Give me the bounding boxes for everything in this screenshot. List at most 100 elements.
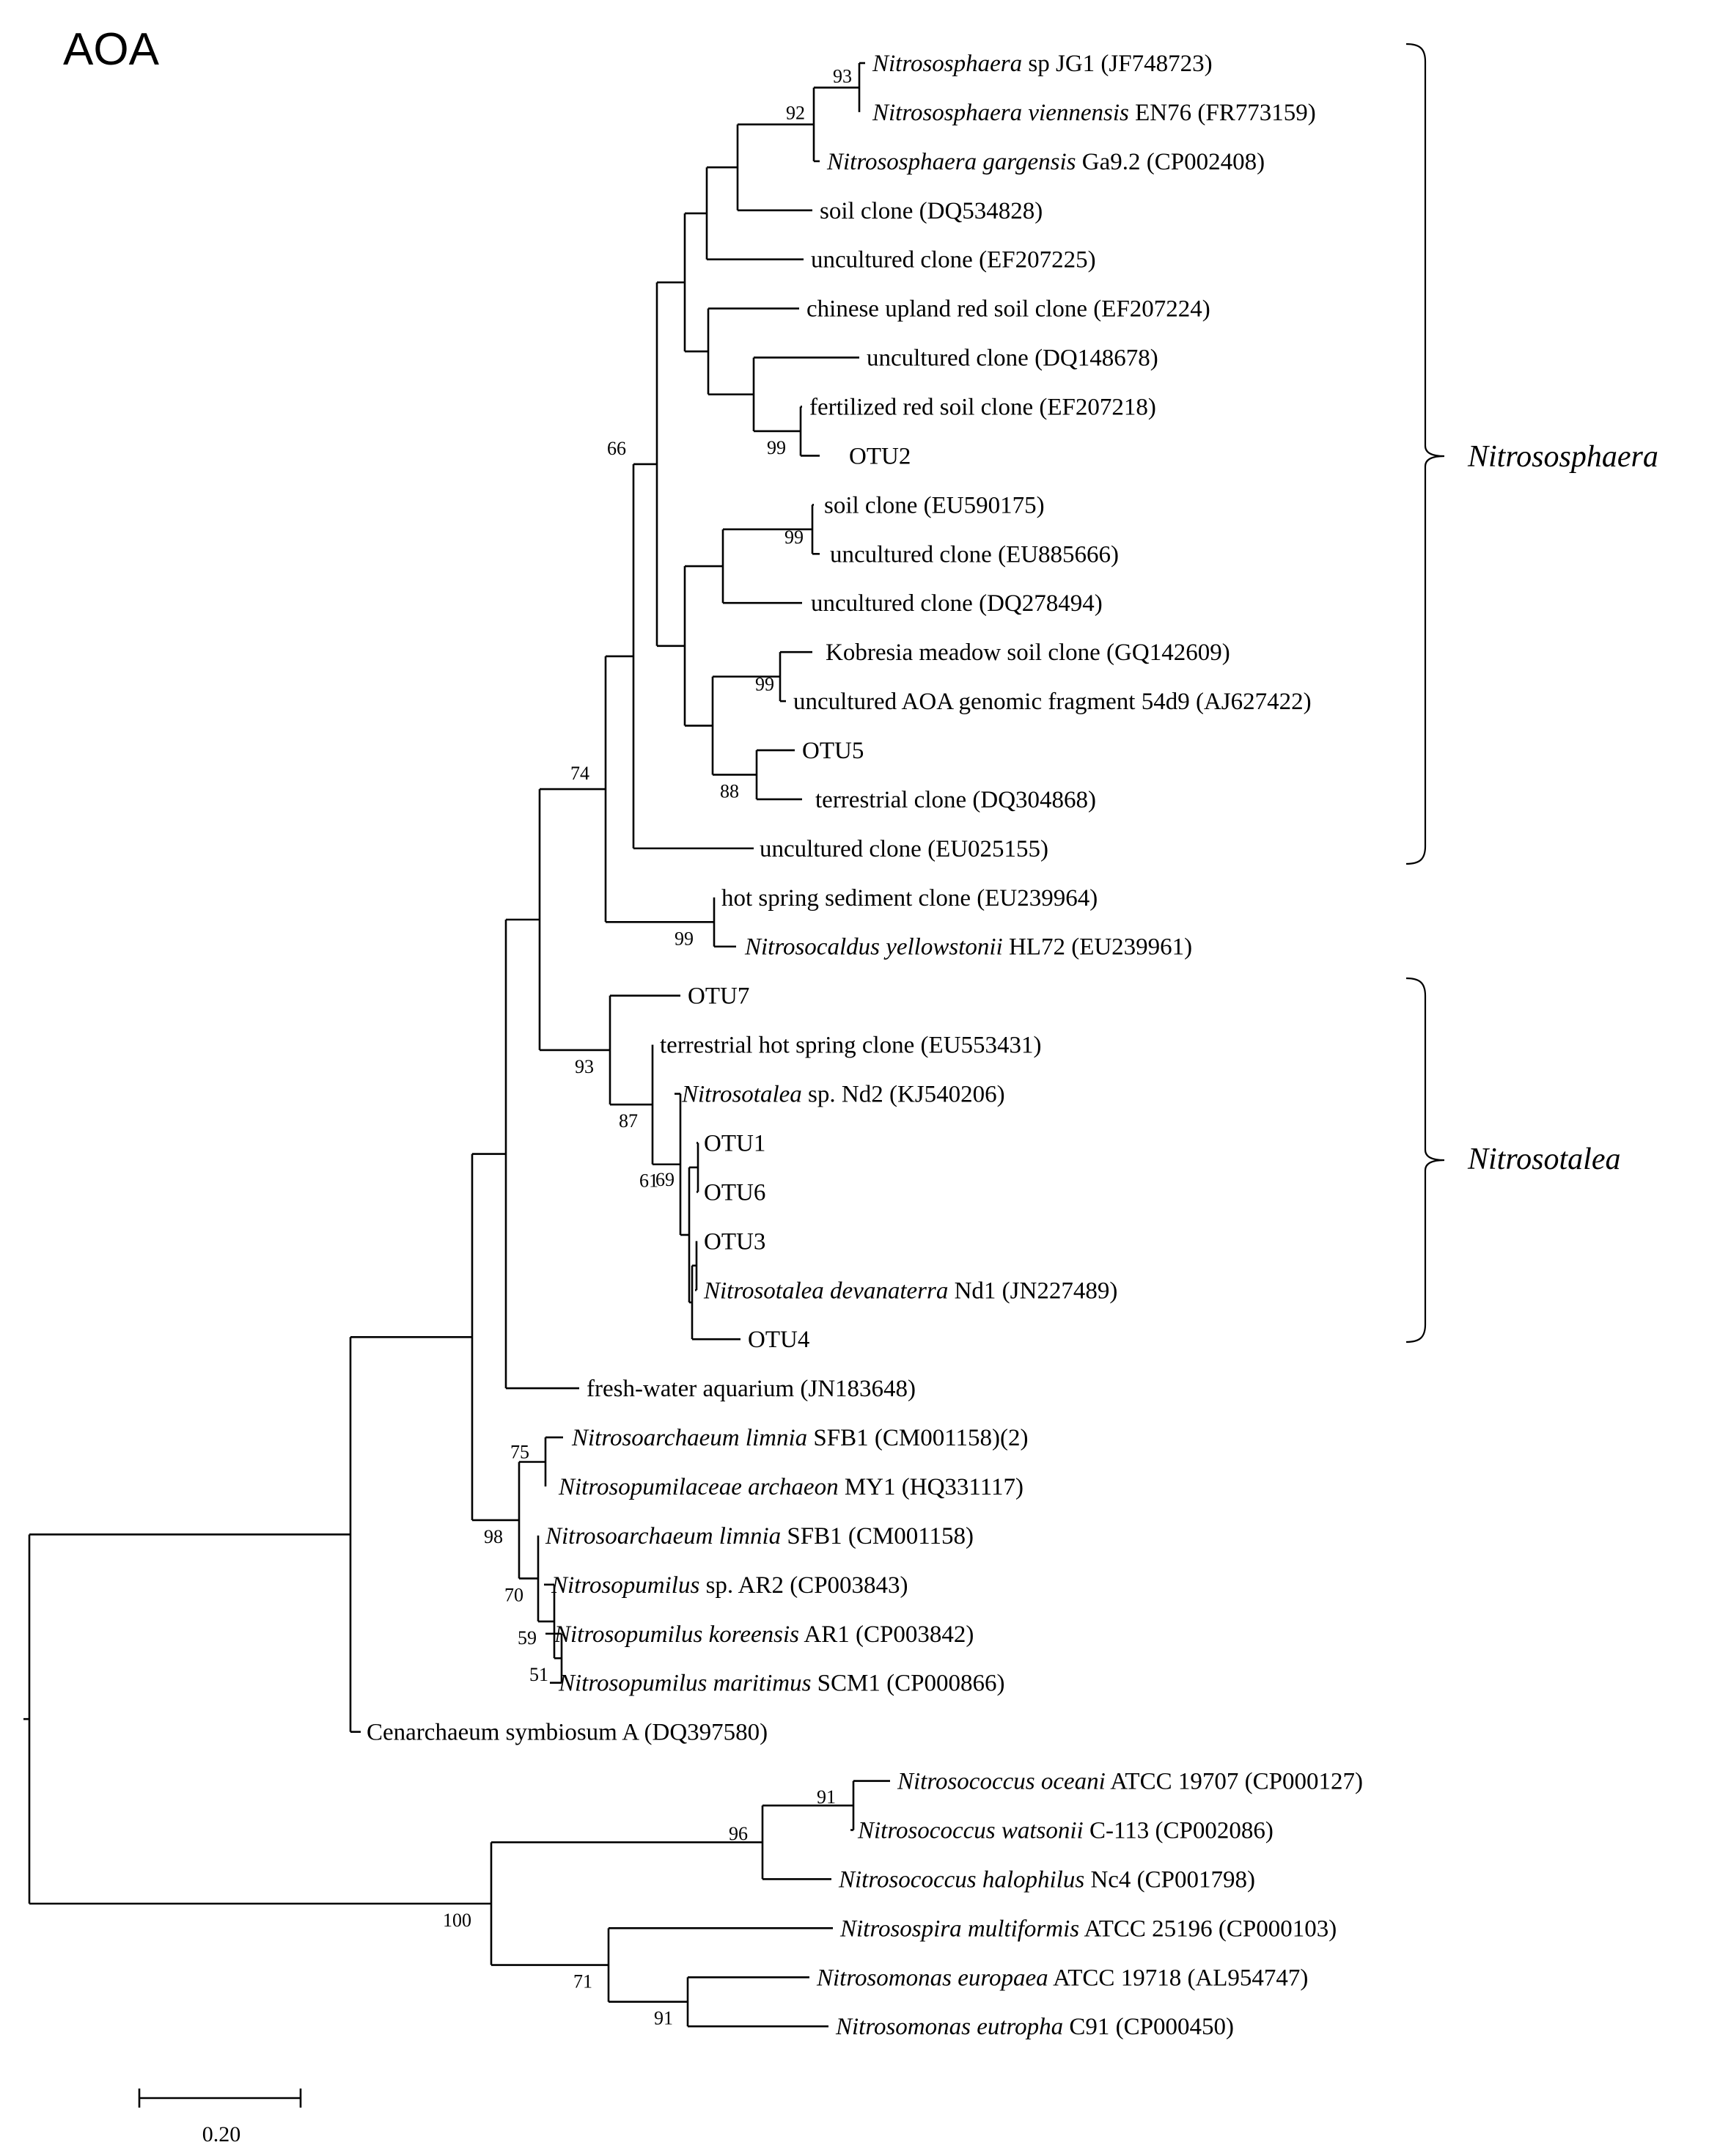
leaf-label-part: SFB1 (CM001158)(2) <box>807 1425 1028 1451</box>
leaf-label-hl72: Nitrosocaldus yellowstonii HL72 (EU23996… <box>744 934 1192 961</box>
bootstrap-n_coccus: 96 <box>729 1823 748 1844</box>
bootstrap-n_beta: 71 <box>573 1971 592 1992</box>
clade-label-nitrosotalea: Nitrosotalea <box>1467 1143 1620 1176</box>
leaf-label-part: Nitrosopumilus maritimus <box>558 1671 811 1697</box>
leaf-label-part: Nitrosotalea <box>681 1082 802 1108</box>
bootstrap-n_core: 66 <box>607 438 626 459</box>
leaf-label-part: OTU2 <box>849 443 911 469</box>
leaf-label-part: uncultured AOA genomic fragment 54d9 (AJ… <box>793 689 1312 715</box>
bootstrap-n_hotspring: 99 <box>675 928 694 949</box>
bracket-nitrososphaera <box>1405 43 1445 865</box>
leaf-label-part: soil clone (DQ534828) <box>820 198 1043 224</box>
bootstrap-n_talea: 93 <box>575 1056 594 1077</box>
leaf-label-part: sp JG1 (JF748723) <box>1022 51 1212 77</box>
leaf-label-part: sp. Nd2 (KJ540206) <box>802 1082 1005 1108</box>
leaf-label-part: OTU4 <box>748 1327 809 1353</box>
leaf-label-part: Nitrososphaera <box>872 51 1022 77</box>
leaf-label-part: ATCC 25196 (CP000103) <box>1079 1915 1337 1942</box>
leaf-label-part: chinese upland red soil clone (EF207224) <box>806 296 1210 323</box>
leaf-label-eu025155: uncultured clone (EU025155) <box>760 836 1048 862</box>
leaf-label-part: uncultured clone (DQ148678) <box>867 345 1158 372</box>
leaf-label-ga92: Nitrososphaera gargensis Ga9.2 (CP002408… <box>826 149 1265 175</box>
leaf-label-cenarch: Cenarchaeum symbiosum A (DQ397580) <box>367 1720 768 1746</box>
leaf-label-part: hot spring sediment clone (EU239964) <box>721 885 1098 912</box>
leaf-label-part: Nitrosopumilus <box>551 1572 699 1599</box>
leaf-label-part: Nitrosomonas europaea <box>816 1965 1048 1991</box>
leaf-label-otu4: OTU4 <box>748 1327 809 1353</box>
leaf-label-eu590175: soil clone (EU590175) <box>824 492 1045 518</box>
leaf-label-otu6: OTU6 <box>704 1179 765 1206</box>
leaf-label-oceani: Nitrosococcus oceani ATCC 19707 (CP00012… <box>897 1769 1363 1795</box>
leaf-label-part: terrestrial clone (DQ304868) <box>815 787 1096 813</box>
leaf-label-part: HL72 (EU239961) <box>1003 934 1192 961</box>
leaf-label-otu1: OTU1 <box>704 1130 765 1156</box>
leaf-label-otu2: OTU2 <box>849 443 911 469</box>
leaf-label-part: C-113 (CP002086) <box>1084 1817 1274 1844</box>
leaf-label-part: fresh-water aquarium (JN183648) <box>587 1376 916 1402</box>
leaf-label-ar1: Nitrosopumilus koreensis AR1 (CP003842) <box>554 1621 974 1648</box>
leaf-label-part: ATCC 19718 (AL954747) <box>1048 1965 1309 1991</box>
leaf-label-part: uncultured clone (EU885666) <box>830 541 1119 568</box>
leaf-label-ef207225: uncultured clone (EF207225) <box>811 247 1096 274</box>
bootstrap-n_otu5: 88 <box>720 780 739 802</box>
leaf-label-ef207224: chinese upland red soil clone (EF207224) <box>806 296 1210 323</box>
leaf-labels: Nitrososphaera sp JG1 (JF748723)Nitrosos… <box>367 51 1363 2040</box>
leaf-label-eu885666: uncultured clone (EU885666) <box>830 541 1119 568</box>
bootstrap-n_otu1_6: 69 <box>655 1169 675 1190</box>
leaf-label-part: EN76 (FR773159) <box>1129 100 1316 126</box>
leaf-label-jg1: Nitrososphaera sp JG1 (JF748723) <box>872 51 1213 77</box>
bootstrap-n_upper: 74 <box>570 763 589 784</box>
leaf-label-multiformis: Nitrosospira multiformis ATCC 25196 (CP0… <box>839 1915 1337 1942</box>
leaf-label-my1: Nitrosopumilaceae archaeon MY1 (HQ331117… <box>558 1474 1023 1500</box>
figure-heading: AOA <box>63 24 160 75</box>
bootstrap-n_bac: 100 <box>443 1910 471 1931</box>
leaf-label-en76: Nitrososphaera viennensis EN76 (FR773159… <box>872 100 1316 126</box>
leaf-label-part: SCM1 (CP000866) <box>811 1671 1004 1697</box>
bracket-nitrosotalea <box>1405 977 1445 1343</box>
leaf-label-part: Nitrosotalea devanaterra <box>703 1277 948 1304</box>
bootstrap-n_jg1_en76: 93 <box>833 65 852 87</box>
bootstrap-n_eu590175: 99 <box>784 527 804 548</box>
leaf-label-eutropha: Nitrosomonas eutropha C91 (CP000450) <box>835 2014 1234 2040</box>
bootstrap-n_jg1_ga92: 92 <box>786 103 805 124</box>
leaf-label-part: SFB1 (CM001158) <box>781 1523 974 1550</box>
leaf-label-sfb1: Nitrosoarchaeum limnia SFB1 (CM001158) <box>545 1523 974 1550</box>
bootstrap-n_talea_inner: 87 <box>619 1110 638 1132</box>
leaf-label-dq534828: soil clone (DQ534828) <box>820 198 1043 224</box>
tree-branches <box>23 62 890 2028</box>
leaf-label-watsonii: Nitrosococcus watsonii C-113 (CP002086) <box>857 1817 1274 1844</box>
scale-bar-label: 0.20 <box>202 2122 241 2146</box>
bootstrap-n_sfb1b_my1: 75 <box>510 1442 529 1463</box>
leaf-label-part: Nitrosoarchaeum limnia <box>571 1425 807 1451</box>
clade-brackets <box>1405 43 1445 1343</box>
bootstrap-n_ar1_scm1_ar2: 59 <box>518 1627 537 1649</box>
leaf-label-part: Nitrosopumilus koreensis <box>554 1621 799 1648</box>
leaf-label-part: sp. AR2 (CP003843) <box>699 1572 908 1599</box>
leaf-label-part: Cenarchaeum symbiosum A (DQ397580) <box>367 1720 768 1746</box>
leaf-label-part: Nitrosopumilaceae archaeon <box>558 1474 839 1500</box>
leaf-label-nd2: Nitrosotalea sp. Nd2 (KJ540206) <box>681 1082 1005 1108</box>
leaf-label-eu239964: hot spring sediment clone (EU239964) <box>721 885 1098 912</box>
leaf-label-part: Nc4 (CP001798) <box>1084 1866 1255 1893</box>
leaf-label-otu3: OTU3 <box>704 1228 765 1255</box>
leaf-label-scm1: Nitrosopumilus maritimus SCM1 (CP000866) <box>558 1671 1004 1697</box>
bootstrap-labels: 9392999999886699749387696175987059511009… <box>443 65 852 2028</box>
leaf-label-part: uncultured clone (DQ278494) <box>811 590 1103 617</box>
leaf-label-part: Nitrosocaldus yellowstonii <box>744 934 1003 961</box>
leaf-label-part: Kobresia meadow soil clone (GQ142609) <box>826 639 1230 666</box>
leaf-label-sfb1b: Nitrosoarchaeum limnia SFB1 (CM001158)(2… <box>571 1425 1028 1451</box>
leaf-label-part: Nitrosomonas eutropha <box>835 2014 1063 2040</box>
leaf-label-jn183648: fresh-water aquarium (JN183648) <box>587 1376 916 1402</box>
leaf-label-part: Nitrosococcus halophilus <box>838 1866 1084 1893</box>
leaf-label-part: OTU7 <box>688 983 749 1010</box>
leaf-label-otu5: OTU5 <box>802 738 864 764</box>
bootstrap-n_ar1_scm1: 51 <box>529 1664 548 1685</box>
leaf-label-part: fertilized red soil clone (EF207218) <box>809 395 1156 421</box>
clade-label-nitrososphaera: Nitrososphaera <box>1467 440 1658 474</box>
leaf-label-part: terrestrial hot spring clone (EU553431) <box>660 1033 1042 1059</box>
leaf-label-part: Nitrosoarchaeum limnia <box>545 1523 781 1550</box>
leaf-label-part: C91 (CP000450) <box>1063 2014 1234 2040</box>
leaf-label-gq142609: Kobresia meadow soil clone (GQ142609) <box>826 639 1230 666</box>
leaf-label-part: uncultured clone (EU025155) <box>760 836 1048 862</box>
bootstrap-n_oceani: 91 <box>817 1786 836 1808</box>
